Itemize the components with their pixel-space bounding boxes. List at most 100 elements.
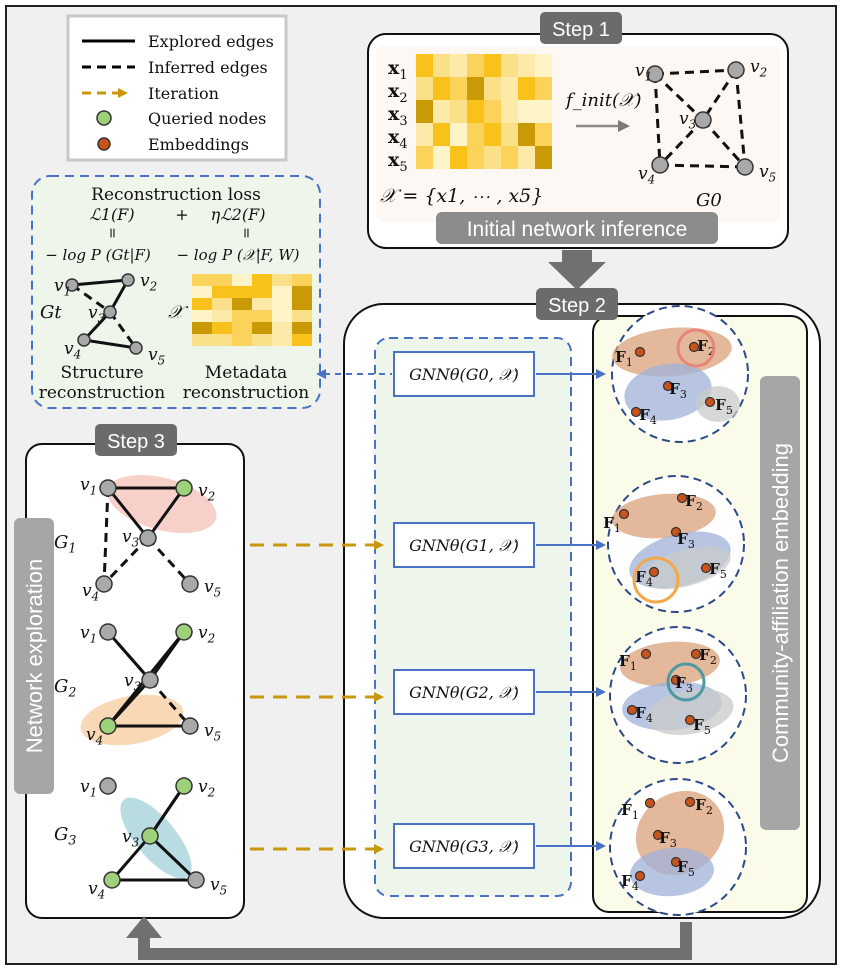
heatmap-cell [192,334,212,346]
explored-edge [146,487,186,539]
embedding-point-F4 [630,406,642,418]
embedding-point-F1 [634,346,646,358]
embedding-point-F4 [648,566,660,578]
heatmap-cell [433,146,450,169]
heatmap-cell [252,286,272,298]
inferred-edge [106,631,152,681]
embedding-point-F5 [704,396,716,408]
heatmap-cell [252,322,272,334]
heatmap-cell [292,322,312,334]
gnn-column [374,337,572,897]
node-v5 [181,717,199,735]
heatmap-cell [416,77,433,100]
heatmap-cell [272,298,292,310]
explored-edge [110,835,152,881]
feature-row-label: x3 [388,103,408,129]
explored-edge [106,487,150,539]
legend-embeddings-swatch [97,137,111,151]
embedding-point-F5 [700,562,712,574]
legend-inferred-label: Inferred edges [148,58,268,77]
loss-plus: + [175,205,188,224]
heatmap-cell [450,146,467,169]
heatmap-cell [212,334,232,346]
heatmap-cell [518,146,535,169]
heatmap-cell [292,310,312,322]
explored-edge [83,338,137,350]
loss-l2: ηℒ2(F) [211,205,266,224]
heatmap-cell [450,123,467,146]
heatmap-cell [192,310,212,322]
heatmap-cell [535,54,552,77]
step1-badge-label: Step 1 [552,19,610,41]
node-v3 [141,827,159,845]
queried-node-ring [666,662,706,702]
node-v5 [187,871,205,889]
embedding-point-F3 [670,674,682,686]
heatmap-cell [518,77,535,100]
heatmap-cell [292,298,312,310]
inferred-edge [658,118,705,167]
gnn-label-1: GNNθ(G1, 𝒳) [409,536,519,555]
node-label-v3: v3 [679,109,696,131]
heatmap-cell [535,123,552,146]
heatmap-cell [192,286,212,298]
heatmap-cell [501,54,518,77]
node-v1 [99,479,117,497]
inferred-edge [102,487,110,585]
embedding-point-F1 [640,648,652,660]
node-v1 [65,278,79,292]
legend-explored-label: Explored edges [148,32,274,51]
feedback-loop-arrow [126,916,692,960]
node-v2 [727,61,745,79]
heatmap-cell [433,100,450,123]
inferred-edge [102,536,150,586]
embedding-point-F3 [662,380,674,392]
heatmap-cell [535,100,552,123]
reconstruction-panel: Reconstruction loss ℒ1(F) + ηℒ2(F) = = −… [31,175,321,409]
gnn-label-3: GNNθ(G3, 𝒳) [409,837,519,856]
node-label-v5: v5 [759,162,776,184]
embedding-label-F4: F4 [621,872,639,893]
heatmap-cell [501,123,518,146]
heatmap-cell [192,274,212,286]
legend-queried-swatch [96,110,112,126]
heatmap-cell [212,310,232,322]
node-label-v5: v5 [210,875,227,897]
embedding-label-F5: F5 [693,716,711,737]
community-region [696,386,740,422]
embedding-label-F4: F4 [639,406,657,427]
embedding-point-F1 [644,797,656,809]
heatmap-cell [467,100,484,123]
node-label-v1: v1 [635,61,652,83]
g0-label: G0 [696,190,722,211]
node-label-v3: v3 [122,827,139,849]
node-v1 [99,777,117,795]
heatmap-cell [433,54,450,77]
feature-set-expression: 𝒳 = {x1, ⋯ , x5} [380,185,543,207]
node-v3 [694,111,712,129]
gnn-label-0: GNNθ(G0, 𝒳) [409,365,519,384]
inferred-edge [71,283,111,314]
node-label-v1: v1 [80,623,97,645]
feature-heatmap [416,54,552,169]
explored-edge [148,785,186,837]
heatmap-cell [232,286,252,298]
heatmap-cell [272,286,292,298]
exploration-vertical-label: Network exploration [22,559,47,753]
embedding-label-F3: F3 [659,829,677,850]
heatmap-cell [518,123,535,146]
loss-l1: ℒ1(F) [89,205,134,224]
node-v2 [175,777,193,795]
heatmap-cell [416,54,433,77]
inferred-edge [701,119,747,168]
embedding-label-F1: F1 [621,801,639,822]
heatmap-cell [252,310,272,322]
inferred-edge [146,536,192,586]
heatmap-cell [501,146,518,169]
node-label-v3: v3 [124,671,141,693]
heatmap-cell [518,54,535,77]
gnn-box-0 [393,351,535,397]
heatmap-cell [192,298,212,310]
